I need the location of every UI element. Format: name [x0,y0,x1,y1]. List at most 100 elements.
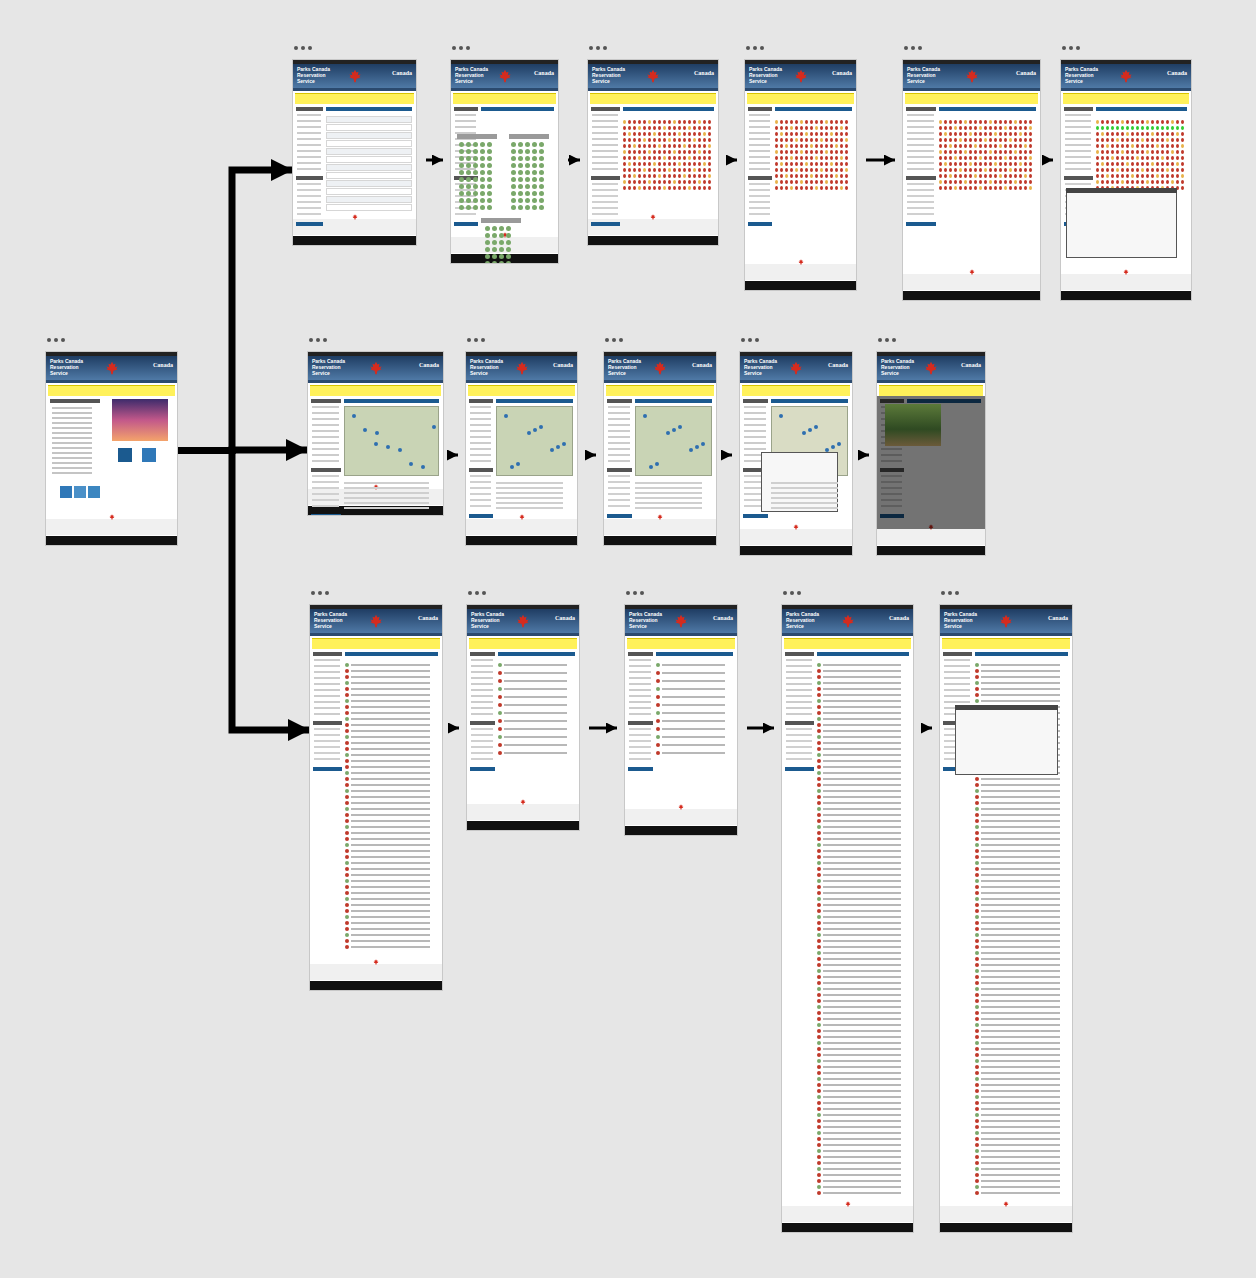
page-screenshot: Parks Canada Reservation ServiceCanada [308,352,443,515]
notice-band [48,385,175,396]
availability-mark [790,126,793,130]
list-line [351,694,430,696]
availability-mark [1096,168,1099,172]
availability-mark [999,174,1002,178]
notice-band [942,638,1070,649]
availability-mark [1004,162,1007,166]
availability-mark [1161,150,1164,154]
availability-mark [830,180,833,184]
nav-bar [782,633,913,636]
footer-bar [782,1223,913,1232]
availability-mark [979,138,982,142]
sidebar-line [297,120,321,122]
availability-mark [785,120,788,124]
availability-mark [633,186,636,190]
availability-mark [1166,120,1169,124]
availability-mark [658,150,661,154]
availability-mark [845,162,848,166]
availability-mark [944,180,947,184]
availability-mark [1171,132,1174,136]
home-text-line [52,457,92,459]
availability-mark [683,156,686,160]
list-icon [817,981,821,985]
sidebar-head [906,107,936,111]
availability-mark [1106,126,1109,130]
availability-mark [1146,144,1149,148]
availability-mark [1111,132,1114,136]
list-line [823,676,901,678]
availability-mark [1171,168,1174,172]
availability-mark [775,174,778,178]
availability-mark [999,138,1002,142]
list-icon [817,777,821,781]
availability-mark [785,180,788,184]
list-icon [817,921,821,925]
availability-mark [1029,144,1032,148]
wordmark: Canada [392,70,412,77]
list-line [823,796,901,798]
availability-mark [989,180,992,184]
sidebar-line [314,677,340,679]
branch-arrow [177,170,293,451]
sidebar-line [470,487,491,489]
availability-mark [780,168,783,172]
page-screenshot: Parks Canada Reservation ServiceCanada [903,60,1040,300]
availability-mark [830,162,833,166]
availability-mark [663,174,666,178]
availability-mark [1181,156,1184,160]
sidebar-line [592,120,618,122]
availability-mark [1146,138,1149,142]
availability-mark [693,120,696,124]
availability-mark [658,120,661,124]
list-line [662,696,725,698]
maple-leaf [369,361,383,375]
availability-mark [643,144,646,148]
availability-mark [800,186,803,190]
list-icon [817,741,821,745]
availability-mark [1156,156,1159,160]
sidebar-line [471,728,493,730]
availability-mark [805,162,808,166]
availability-mark [638,168,641,172]
list-line [823,934,901,936]
availability-mark [673,180,676,184]
availability-mark [1126,150,1129,154]
sidebar-head [785,652,814,656]
availability-mark [643,168,646,172]
sidebar-line [471,752,493,754]
availability-mark [688,186,691,190]
availability-mark [623,156,626,160]
flow-arrow [587,454,596,457]
sidebar-line [1065,156,1091,158]
availability-mark [623,174,626,178]
seat-mark [499,240,504,245]
sidebar-head [470,721,495,725]
seat-mark [480,142,485,147]
availability-mark [840,174,843,178]
sidebar-line [608,430,630,432]
sidebar-line [297,126,321,128]
sidebar-head [607,468,632,472]
list-icon [975,681,979,685]
tab-bar [623,107,714,111]
seat-mark [473,177,478,182]
list-line [504,712,567,714]
availability-mark [810,186,813,190]
availability-mark [974,162,977,166]
availability-mark [703,162,706,166]
availability-mark [815,174,818,178]
map-pin [516,462,520,466]
availability-mark [1161,174,1164,178]
seat-mark [518,142,523,147]
footer-band [1061,274,1191,290]
availability-mark [653,144,656,148]
availability-mark [954,168,957,172]
list-icon [345,933,349,937]
sidebar-line [297,201,321,203]
list-icon [817,1053,821,1057]
availability-mark [790,156,793,160]
wordmark: Canada [692,362,712,369]
sidebar-line [744,418,766,420]
availability-mark [830,126,833,130]
availability-mark [628,150,631,154]
